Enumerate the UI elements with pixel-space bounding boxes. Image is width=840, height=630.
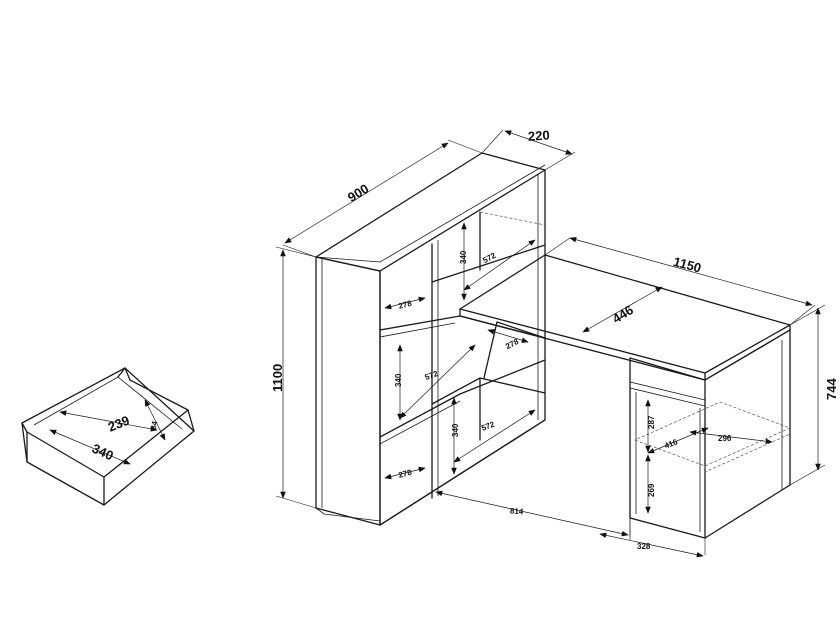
- pedestal-shelf-width-label: 416: [663, 437, 679, 451]
- pedestal-lower-height-label: 269: [647, 483, 656, 497]
- pedestal-upper-height-label: 287: [647, 415, 656, 429]
- total-height-label: 1100: [270, 364, 285, 392]
- bottom-cell-width-label: 572: [480, 420, 496, 433]
- top-cell-width-label: 572: [481, 251, 497, 265]
- under-desk-gap-label: 814: [510, 506, 524, 516]
- top-cell-depth-label: 278: [398, 299, 414, 311]
- overall-dims: [275, 129, 826, 558]
- mid-cell-height-label: 340: [394, 373, 403, 387]
- desk-depth-label: 446: [610, 302, 636, 326]
- top-cell-height-label: 340: [459, 250, 468, 264]
- bottom-cell-depth-label: 278: [398, 468, 414, 480]
- desk-length-label: 1150: [672, 254, 703, 276]
- shelf-width-label: 900: [345, 181, 371, 205]
- bookcase-internal-dims: [384, 222, 536, 480]
- drawer-detail: [21, 367, 195, 506]
- desk: [459, 254, 791, 539]
- drawer-height-label: 84: [149, 420, 160, 431]
- desk-height-label: 744: [824, 378, 839, 400]
- pedestal-dims: [645, 399, 773, 514]
- mid-cell-width-label: 572: [424, 369, 440, 382]
- pedestal-width-label: 328: [637, 542, 651, 551]
- shelf-depth-label: 220: [527, 127, 550, 143]
- pedestal-shelf-depth-label: 296: [718, 434, 732, 443]
- drawer-width-label: 239: [106, 413, 132, 435]
- drawer-depth-label: 340: [90, 441, 116, 464]
- bottom-cell-height-label: 340: [451, 423, 460, 437]
